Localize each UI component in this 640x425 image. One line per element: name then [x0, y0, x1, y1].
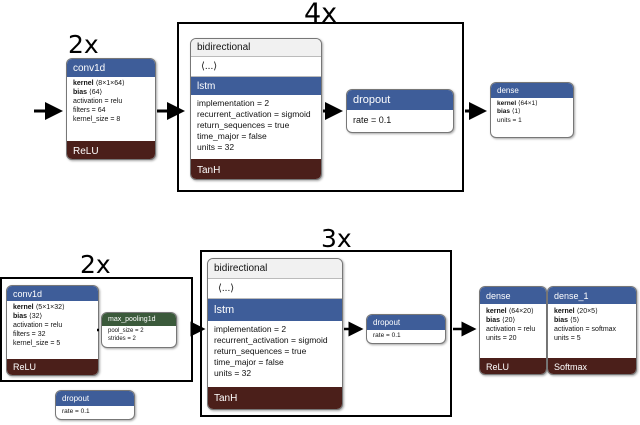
attr-row: kernel_size = 5: [13, 340, 61, 348]
node-title: conv1d: [73, 62, 106, 74]
activation-footer: ReLU: [67, 141, 155, 159]
attr-row: recurrent_activation = sigmoid: [197, 109, 311, 120]
activation-footer: ReLU: [480, 358, 546, 374]
kernel-row: kernel ⟨64×20⟩: [486, 308, 534, 315]
bottom-dropout-outer-node[interactable]: dropout rate = 0.1: [55, 390, 135, 420]
bias-row: bias ⟨20⟩: [486, 317, 516, 325]
attr-row: filters = 64: [73, 107, 106, 115]
top-dropout-node[interactable]: dropout rate = 0.1: [346, 89, 454, 133]
node-header: dense_1: [548, 287, 636, 304]
node-header: conv1d: [7, 286, 98, 301]
node-header: dense: [491, 83, 573, 98]
attr-row: rate = 0.1: [353, 115, 392, 125]
attr-row: units = 32: [197, 142, 235, 153]
attr-row: filters = 32: [13, 331, 46, 339]
top-conv1d-node[interactable]: conv1d kernel ⟨8×1×64⟩ bias ⟨64⟩ activat…: [66, 58, 156, 160]
kernel-row: kernel ⟨8×1×64⟩: [73, 80, 125, 87]
attr-row: return_sequences = true: [197, 120, 290, 131]
attr-row: implementation = 2: [197, 98, 270, 108]
bottom-dense1-node[interactable]: dense_1 kernel ⟨20×5⟩ bias ⟨5⟩ activatio…: [547, 286, 637, 375]
attr-row: units = 32: [214, 368, 252, 379]
bottom-dense-node[interactable]: dense kernel ⟨64×20⟩ bias ⟨20⟩ activatio…: [479, 286, 547, 375]
bias-row: bias ⟨32⟩: [13, 313, 43, 321]
attr-row: activation = softmax: [554, 326, 617, 334]
kernel-row: kernel ⟨20×5⟩: [554, 308, 598, 315]
bottom-maxpool-node[interactable]: max_pooling1d pool_size = 2 strides = 2: [101, 312, 177, 348]
bottom-dropout-inner-node[interactable]: dropout rate = 0.1: [366, 314, 446, 344]
node-header: dropout: [347, 90, 453, 110]
attr-row: time_major = false: [214, 357, 284, 368]
node-header: bidirectional: [208, 259, 342, 279]
activation-footer: TanH: [208, 387, 342, 409]
kernel-row: kernel ⟨64×1⟩: [497, 100, 538, 107]
bottom-outer-multiplier: 3x: [321, 224, 352, 253]
attr-row: implementation = 2: [214, 324, 287, 334]
attr-row: units = 1: [497, 116, 522, 124]
bias-row: bias ⟨1⟩: [497, 108, 521, 116]
bias-row: bias ⟨5⟩: [554, 317, 580, 325]
attr-row: return_sequences = true: [214, 346, 307, 357]
top-dense-node[interactable]: dense kernel ⟨64×1⟩ bias ⟨1⟩ units = 1: [490, 82, 574, 138]
attr-row: activation = relu: [486, 326, 536, 334]
attr-row: strides = 2: [108, 335, 136, 342]
attr-row: activation = relu: [13, 322, 63, 330]
node-header: dropout: [367, 315, 445, 330]
lstm-header: lstm: [208, 299, 342, 321]
activation-footer: TanH: [191, 159, 321, 179]
node-header: dense: [480, 287, 546, 304]
attr-row: kernel_size = 8: [73, 116, 121, 124]
attr-row: units = 20: [486, 335, 517, 343]
collapsed-ellipsis[interactable]: ⟨...⟩: [208, 279, 342, 299]
attr-row: recurrent_activation = sigmoid: [214, 335, 328, 346]
top-bidirectional-node[interactable]: bidirectional ⟨...⟩ lstm implementation …: [190, 38, 322, 180]
bottom-conv1d-node[interactable]: conv1d kernel ⟨5×1×32⟩ bias ⟨32⟩ activat…: [6, 285, 99, 376]
node-header: bidirectional: [191, 39, 321, 57]
attr-row: pool_size = 2: [108, 328, 144, 334]
activation-footer: ReLU: [7, 359, 98, 375]
attr-row: units = 5: [554, 335, 581, 343]
node-header: max_pooling1d: [102, 313, 176, 326]
bottom-bidirectional-node[interactable]: bidirectional ⟨...⟩ lstm implementation …: [207, 258, 343, 410]
node-header: conv1d: [67, 59, 155, 77]
kernel-row: kernel ⟨5×1×32⟩: [13, 304, 65, 311]
attr-row: activation = relu: [73, 98, 123, 106]
activation-footer: Softmax: [548, 358, 636, 374]
lstm-header: lstm: [191, 77, 321, 95]
attr-row: rate = 0.1: [62, 408, 90, 415]
bias-row: bias ⟨64⟩: [73, 89, 103, 97]
attr-row: rate = 0.1: [373, 332, 401, 339]
node-header: dropout: [56, 391, 134, 406]
bottom-inner-multiplier: 2x: [80, 250, 111, 279]
collapsed-ellipsis[interactable]: ⟨...⟩: [191, 57, 321, 77]
top-inner-multiplier: 2x: [68, 30, 99, 59]
attr-row: time_major = false: [197, 131, 267, 142]
